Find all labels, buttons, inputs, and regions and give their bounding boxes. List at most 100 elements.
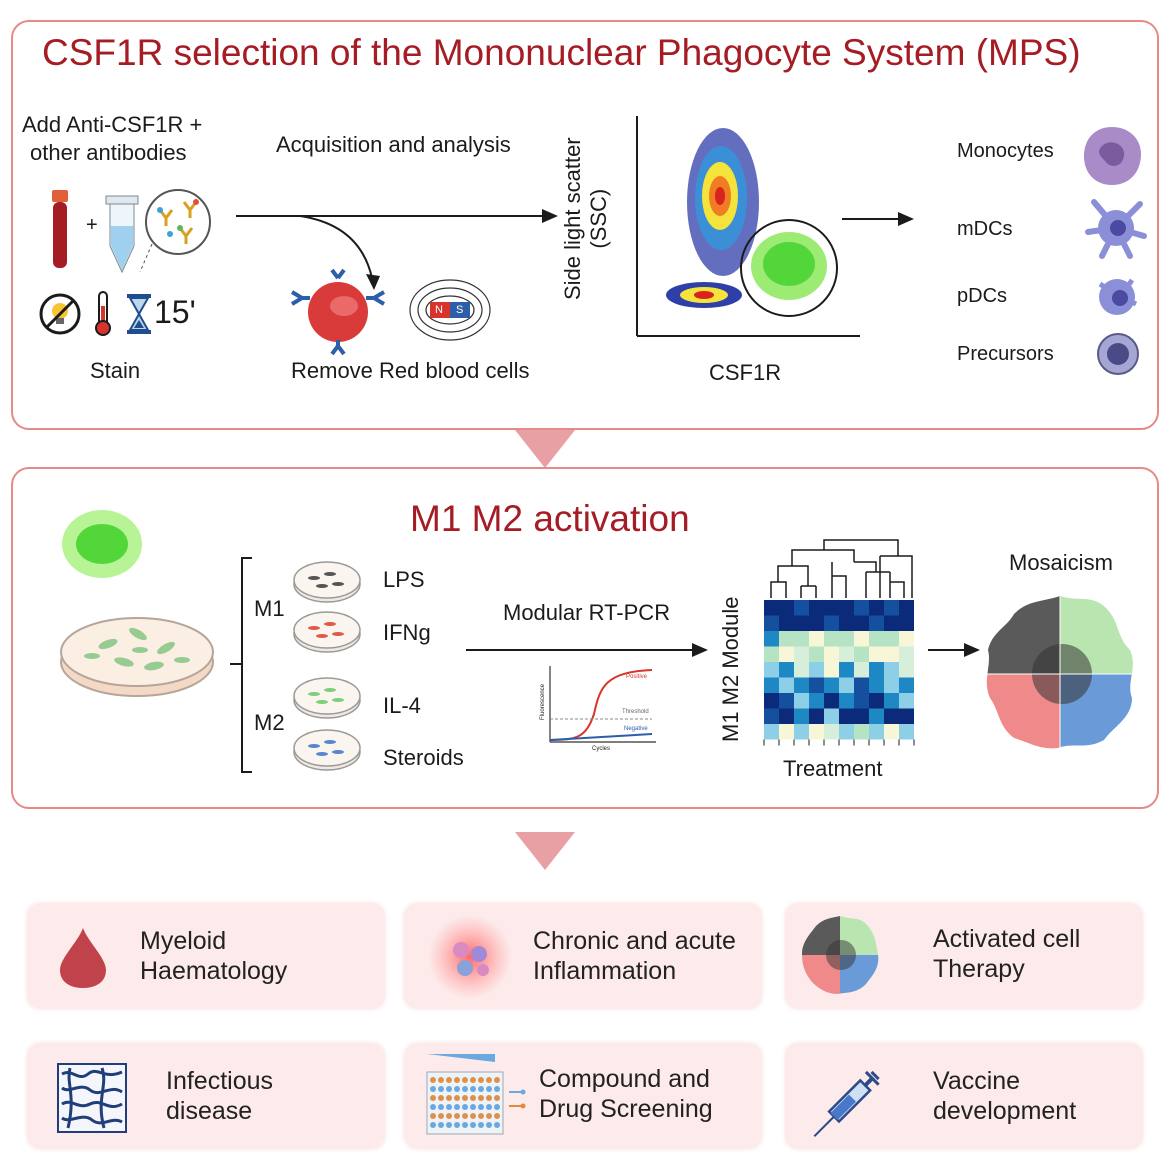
heatmap-cell: [854, 662, 869, 678]
plate-well: [454, 1077, 460, 1083]
plate-well: [462, 1113, 468, 1119]
pcr-positive: Positive: [626, 674, 648, 680]
application-card-inflammation: Chronic and acute Inflammation: [405, 904, 761, 1008]
heatmap-cell: [809, 693, 824, 709]
mosaic-cell-icon: [986, 596, 1134, 749]
csf1r-axis-label: CSF1R: [709, 360, 782, 385]
heatmap-cell: [779, 724, 794, 740]
heatmap-cell: [869, 708, 884, 724]
heatmap-cell: [794, 631, 809, 647]
pcr-threshold: Threshold: [622, 709, 649, 715]
heatmap-cell: [899, 615, 914, 631]
heatmap-cell: [899, 600, 914, 616]
heatmap-cell: [779, 708, 794, 724]
ifng-dish-icon: [293, 611, 361, 653]
mosaic-cell-icon: [802, 916, 879, 994]
heatmap-cell: [854, 708, 869, 724]
plate-well: [486, 1095, 492, 1101]
plate-well: [470, 1122, 476, 1128]
heatmap-dendrogram: [770, 539, 913, 598]
heatmap-arrow: [928, 643, 980, 657]
rtpcr-label: Modular RT-PCR: [503, 600, 671, 625]
heatmap-cell: [809, 677, 824, 693]
heatmap-cell: [779, 600, 794, 616]
heatmap-cell: [824, 646, 839, 662]
plate-well: [486, 1077, 492, 1083]
heatmap-cell: [794, 615, 809, 631]
heatmap-cell: [884, 724, 899, 740]
plate-well: [446, 1104, 452, 1110]
application-label: Myeloid Haematology: [140, 927, 288, 985]
heatmap-cell: [824, 677, 839, 693]
application-label: Activated cell Therapy: [933, 925, 1081, 983]
heatmap-cell: [764, 631, 779, 647]
monocyte-icon: [1084, 127, 1142, 185]
plate-well: [446, 1122, 452, 1128]
heatmap-cell: [794, 693, 809, 709]
application-card-vaccine: Vaccine development: [786, 1044, 1142, 1148]
plate-well: [438, 1077, 444, 1083]
heatmap-cell: [854, 631, 869, 647]
heatmap-cell: [839, 662, 854, 678]
well-plate-icon: [426, 1054, 526, 1135]
heatmap-cell: [809, 708, 824, 724]
inflamed-cells-icon: [428, 915, 512, 999]
m2-label: M2: [254, 710, 285, 735]
plate-well: [430, 1122, 436, 1128]
heatmap-cell: [899, 646, 914, 662]
cell-label-pdcs: pDCs: [957, 285, 1008, 307]
plate-well: [494, 1104, 500, 1110]
heatmap-cell: [824, 631, 839, 647]
petri-dish-icon: [60, 617, 214, 697]
ssc-axis-label: Side light scatter (SSC): [560, 137, 612, 300]
plate-well: [462, 1077, 468, 1083]
heatmap-cell: [869, 646, 884, 662]
plate-well: [438, 1113, 444, 1119]
precursor-icon: [1097, 333, 1139, 375]
heatmap-cell: [764, 724, 779, 740]
application-card-drug-screening: Compound and Drug Screening: [405, 1044, 761, 1148]
heatmap-cell: [869, 677, 884, 693]
thermometer-icon: [95, 291, 111, 336]
heatmap: [763, 539, 915, 746]
plate-well: [478, 1086, 484, 1092]
plate-well: [446, 1077, 452, 1083]
application-label: Chronic and acute Inflammation: [533, 927, 736, 985]
plate-well: [438, 1095, 444, 1101]
heatmap-cell: [869, 631, 884, 647]
heatmap-cell: [839, 693, 854, 709]
blood-tube-icon: [52, 190, 68, 268]
add-antibodies-label-2: other antibodies: [30, 140, 187, 165]
heatmap-cell: [794, 646, 809, 662]
heatmap-cell: [869, 600, 884, 616]
heatmap-cell: [809, 724, 824, 740]
plate-well: [494, 1095, 500, 1101]
heatmap-xlabel: Treatment: [783, 756, 883, 781]
panel1-title: CSF1R selection of the Mononuclear Phago…: [42, 32, 1081, 73]
m1-label: M1: [254, 596, 285, 621]
plate-well: [470, 1113, 476, 1119]
remove-rbc-label: Remove Red blood cells: [291, 358, 530, 383]
heatmap-cell: [854, 600, 869, 616]
heatmap-cell: [779, 693, 794, 709]
heatmap-cell: [884, 693, 899, 709]
magnet-s: S: [456, 304, 464, 316]
plate-well: [486, 1086, 492, 1092]
heatmap-cell: [884, 631, 899, 647]
heatmap-cell: [884, 600, 899, 616]
magnet-n: N: [435, 304, 443, 316]
heatmap-cell: [854, 693, 869, 709]
plate-well: [438, 1122, 444, 1128]
plate-well: [462, 1104, 468, 1110]
no-light-icon: [39, 293, 81, 335]
heatmap-cell: [809, 600, 824, 616]
heatmap-cell: [839, 646, 854, 662]
treatment-lps: LPS: [383, 567, 425, 592]
treatment-ifng: IFNg: [383, 620, 431, 645]
heatmap-cell: [884, 708, 899, 724]
plate-well: [478, 1122, 484, 1128]
plate-well: [430, 1113, 436, 1119]
plate-well: [446, 1113, 452, 1119]
heatmap-cell: [794, 677, 809, 693]
